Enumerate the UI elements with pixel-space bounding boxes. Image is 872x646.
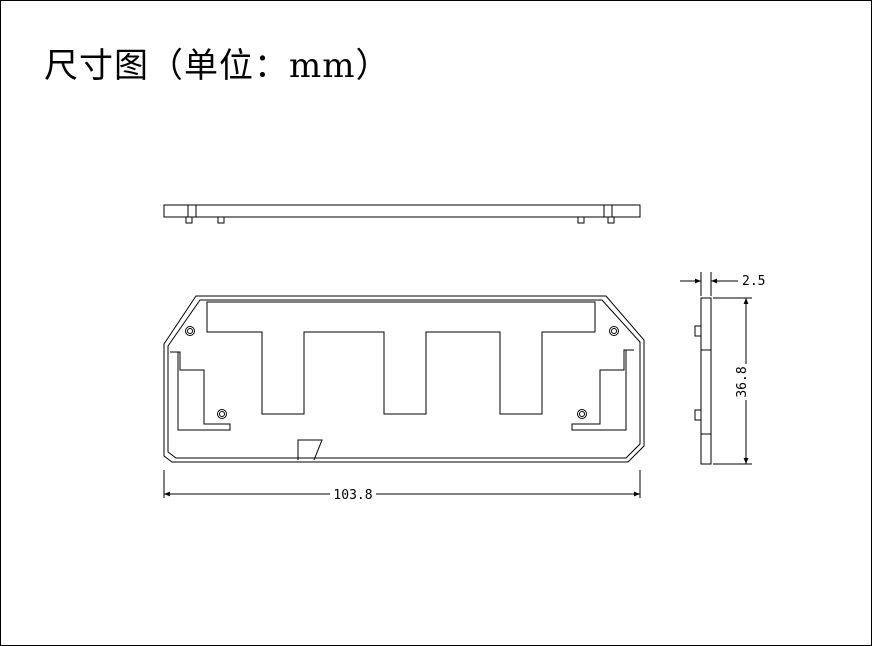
front-view-right-slot bbox=[571, 349, 634, 431]
front-view bbox=[163, 295, 645, 463]
top-view-pin bbox=[185, 216, 193, 224]
front-view-outline bbox=[163, 295, 645, 463]
front-view-cutout bbox=[206, 301, 596, 415]
top-view-pin bbox=[607, 216, 615, 224]
dimension-label-bg bbox=[330, 486, 376, 500]
dimension-thickness bbox=[680, 272, 738, 296]
mounting-hole bbox=[185, 326, 195, 336]
front-view-tab bbox=[297, 439, 323, 461]
front-view-left-slot bbox=[170, 351, 231, 431]
side-view-pin bbox=[694, 325, 702, 337]
dimension-height-label: 36.8 bbox=[735, 366, 750, 397]
top-view-pin bbox=[577, 216, 585, 224]
dimension-length-label: 103.8 bbox=[333, 488, 372, 503]
mounting-hole-inner bbox=[187, 328, 193, 334]
mounting-hole-inner bbox=[579, 411, 585, 417]
dimension-length bbox=[163, 470, 641, 498]
mounting-hole bbox=[577, 409, 587, 419]
dimension-thickness-label: 2.5 bbox=[742, 274, 765, 289]
front-view-inner-outline bbox=[167, 299, 641, 459]
mounting-hole bbox=[217, 409, 227, 419]
top-view-pin bbox=[217, 216, 225, 224]
top-view bbox=[163, 204, 641, 224]
side-view-pin bbox=[694, 409, 702, 421]
page-title: 尺寸图（单位：mm） bbox=[44, 46, 391, 86]
dimension-label-bg bbox=[738, 364, 752, 400]
top-view-body bbox=[163, 204, 641, 218]
side-view bbox=[694, 297, 712, 465]
side-view-body bbox=[700, 297, 712, 465]
mounting-hole bbox=[609, 326, 619, 336]
mounting-hole-inner bbox=[219, 411, 225, 417]
mounting-hole-inner bbox=[611, 328, 617, 334]
